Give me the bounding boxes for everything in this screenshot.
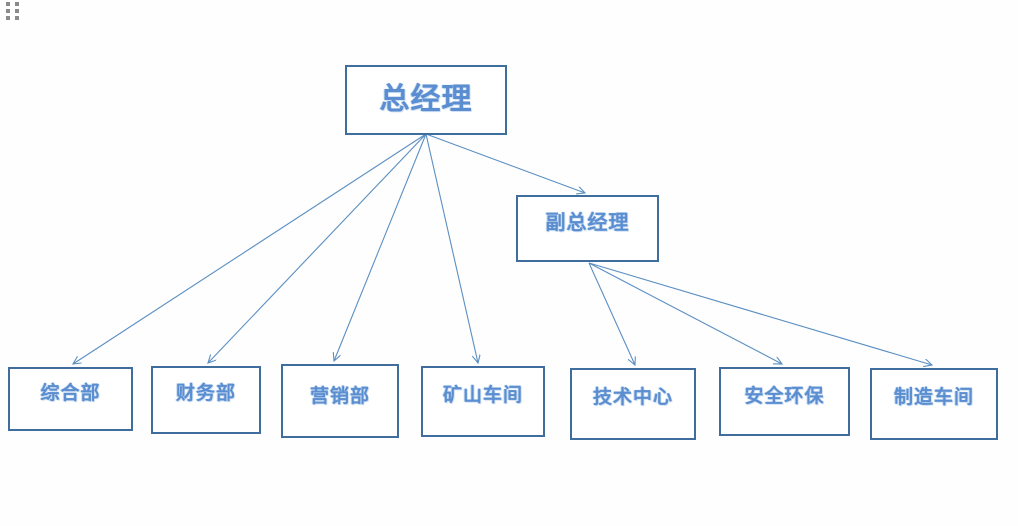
drag-dot <box>6 2 10 6</box>
node-label: 制造车间 <box>893 386 974 408</box>
edge-gm-d1 <box>208 133 427 363</box>
drag-dot <box>6 16 10 20</box>
node-label: 副总经理 <box>545 210 630 234</box>
edge-dgm-d6 <box>588 262 932 365</box>
node-label: 总经理 <box>379 82 473 117</box>
edge-gm-d2 <box>334 133 427 361</box>
node-marketing-dept[interactable]: 营销部 <box>281 364 399 438</box>
node-label: 矿山车间 <box>442 384 523 406</box>
node-deputy-general-manager[interactable]: 副总经理 <box>516 195 659 262</box>
node-finance-dept[interactable]: 财务部 <box>151 366 261 434</box>
node-label: 综合部 <box>40 382 101 404</box>
node-general-manager[interactable]: 总经理 <box>345 65 507 135</box>
node-manufacturing-workshop[interactable]: 制造车间 <box>870 368 998 440</box>
edge-gm-dgm <box>425 133 585 193</box>
node-mine-workshop[interactable]: 矿山车间 <box>421 366 545 437</box>
node-label: 安全环保 <box>744 385 825 407</box>
node-label: 技术中心 <box>592 386 673 408</box>
drag-dots-icon[interactable] <box>6 2 19 20</box>
node-safety-environment[interactable]: 安全环保 <box>719 367 850 436</box>
edge-dgm-d4 <box>588 262 635 365</box>
drag-dot <box>15 16 19 20</box>
node-general-affairs-dept[interactable]: 综合部 <box>8 367 133 431</box>
edge-gm-d0 <box>73 133 427 364</box>
edge-dgm-d5 <box>588 262 782 364</box>
drag-dot <box>15 9 19 13</box>
node-technology-center[interactable]: 技术中心 <box>570 368 696 440</box>
node-label: 营销部 <box>309 385 370 407</box>
node-label: 财务部 <box>175 382 236 404</box>
edge-gm-d3 <box>425 133 478 363</box>
drag-dot <box>6 9 10 13</box>
drag-dot <box>15 2 19 6</box>
